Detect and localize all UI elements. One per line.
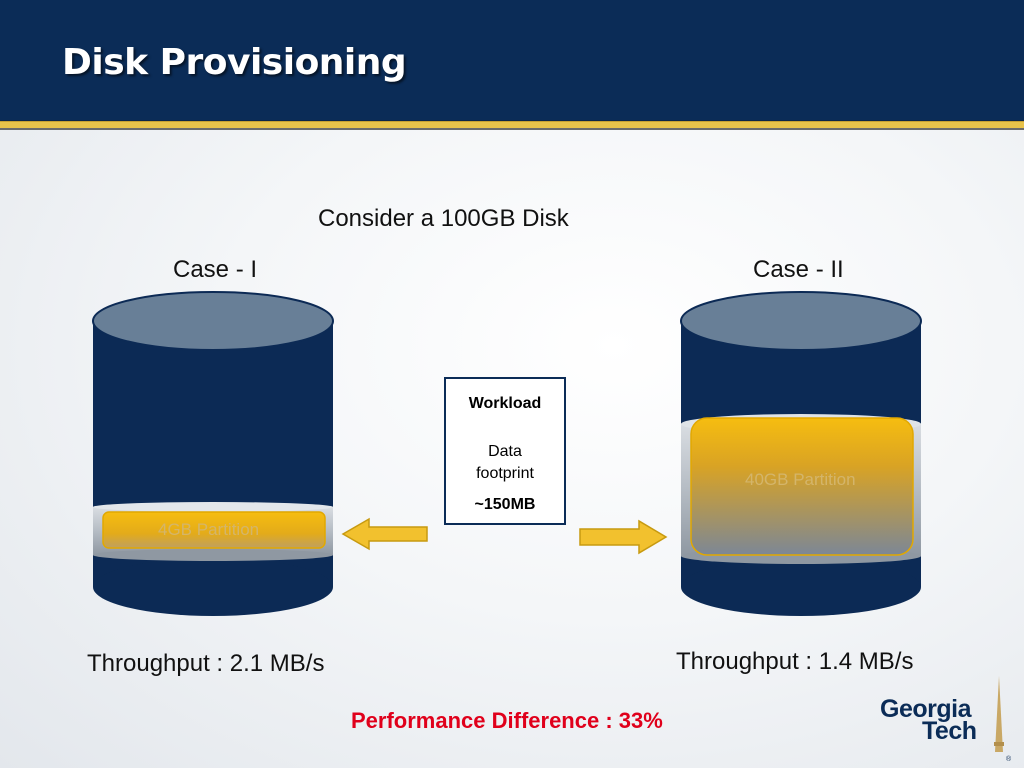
logo-word-tech: Tech <box>922 717 977 745</box>
svg-text:®: ® <box>1006 755 1012 763</box>
slide-title: Disk Provisioning <box>62 42 407 83</box>
disk-2-partition <box>690 417 914 556</box>
georgia-tech-logo: ® Georgia Tech <box>878 676 1018 766</box>
arrow-left-icon <box>341 517 428 551</box>
disk-2-cylinder-icon <box>680 291 922 616</box>
workload-box: Workload Data footprint ~150MB <box>444 377 566 525</box>
disk-1-top <box>92 291 334 351</box>
workload-title: Workload <box>468 395 542 412</box>
workload-data-line2: footprint <box>476 465 534 482</box>
logo-word-georgia: Georgia <box>880 695 971 723</box>
arrow-right-icon <box>579 519 668 555</box>
title-underline <box>0 121 1024 130</box>
case-1-throughput: Throughput : 2.1 MB/s <box>87 650 325 677</box>
tech-tower-icon: ® <box>994 676 1012 763</box>
disk-2-bottom <box>681 558 921 616</box>
disk-2-top <box>680 291 922 351</box>
disk-1-bottom <box>93 558 333 616</box>
workload-data-label: Data footprint <box>446 441 564 485</box>
workload-data-line1: Data <box>488 443 522 460</box>
partition-40gb-label: 40GB Partition <box>745 470 856 489</box>
title-bar: Disk Provisioning <box>0 0 1024 121</box>
workload-size: ~150MB <box>474 496 536 513</box>
case-2-label: Case - II <box>753 256 844 283</box>
subtitle: Consider a 100GB Disk <box>318 205 569 232</box>
case-2-throughput: Throughput : 1.4 MB/s <box>676 648 914 675</box>
disk-1-partition <box>102 511 326 549</box>
disk-1-cylinder-icon <box>92 291 334 616</box>
case-1-label: Case - I <box>173 256 258 283</box>
performance-difference: Performance Difference : 33% <box>351 708 663 733</box>
partition-4gb-label: 4GB Partition <box>158 520 260 539</box>
